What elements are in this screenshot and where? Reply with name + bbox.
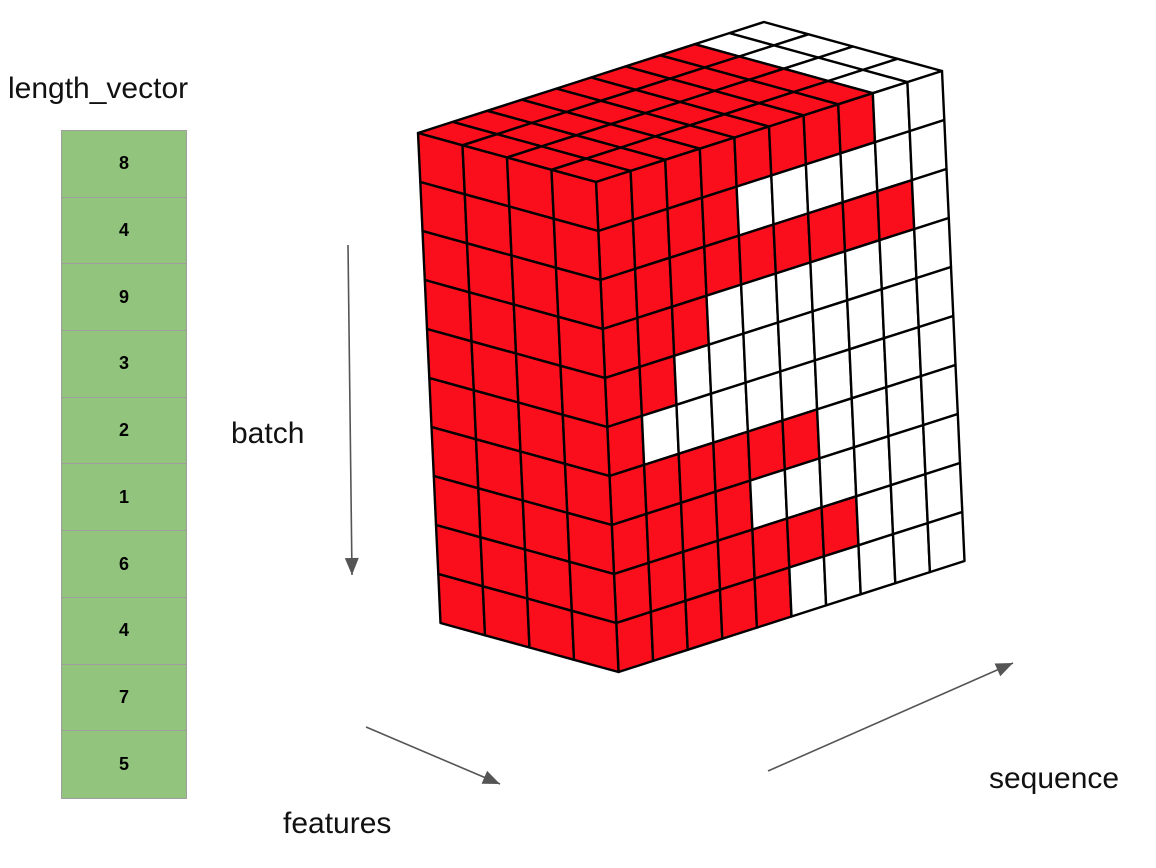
length-vector-cell: 4 [62, 598, 186, 665]
cube-side-face [594, 69, 966, 674]
side-face-cell [857, 533, 897, 596]
length-vector-cell: 8 [62, 131, 186, 198]
side-face-cell [822, 544, 862, 607]
front-face-cell [570, 609, 620, 674]
side-face-cell [788, 555, 828, 618]
length-vector-cell: 1 [62, 465, 186, 532]
side-face-cell [615, 610, 655, 674]
length-vector-cell: 7 [62, 665, 186, 732]
batch-arrow [344, 244, 359, 576]
side-face-cell [926, 510, 966, 574]
length-vector-cell: 5 [118, 754, 129, 775]
length-vector-cell: 4 [62, 198, 186, 265]
length-vector-cell: 2 [62, 398, 186, 465]
cube-front-face [416, 131, 620, 674]
length-vector-cell: 6 [62, 531, 186, 598]
side-face-cell [891, 521, 932, 585]
sequence-arrow [767, 662, 1014, 772]
batch-axis-label: batch [231, 417, 305, 450]
features-axis-label: features [283, 807, 392, 840]
side-face-cell [718, 577, 759, 640]
side-face-cell [753, 566, 793, 629]
length-vector-title: length_vector [8, 72, 189, 105]
cube-top-face [416, 20, 944, 184]
side-face-cell [649, 599, 689, 663]
sequence-axis-label: sequence [989, 762, 1120, 795]
axis-arrows [344, 244, 1014, 785]
features-arrow [365, 726, 501, 785]
length-vector-cell: 3 [62, 331, 186, 398]
side-face-cell [684, 588, 724, 651]
length-vector-cell: 9 [62, 264, 186, 332]
